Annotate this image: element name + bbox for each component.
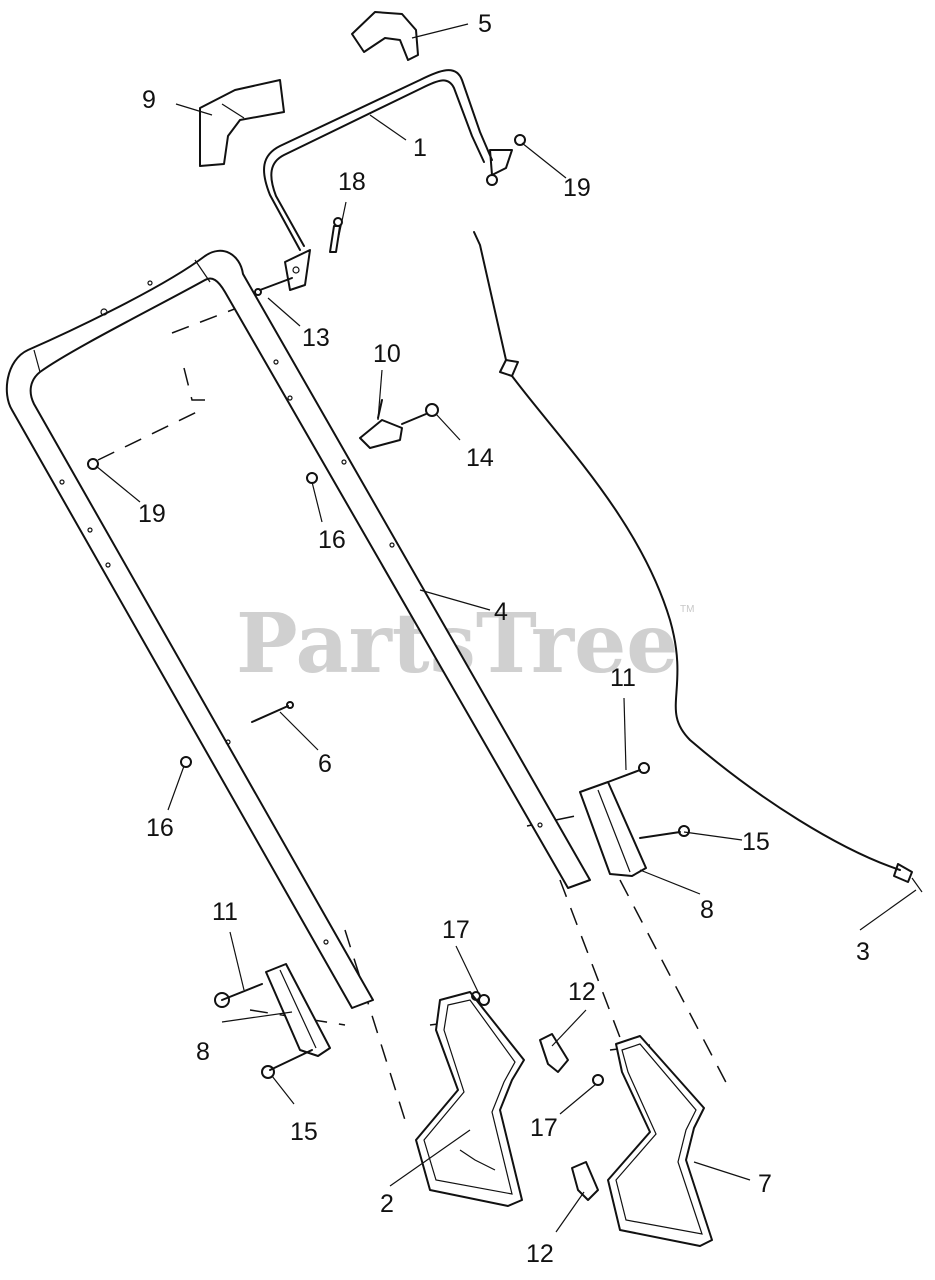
callout-17-upper: 17 xyxy=(442,916,470,944)
bracket-part-8-left xyxy=(214,963,331,1079)
callout-17-lower: 17 xyxy=(530,1114,558,1142)
callout-14: 14 xyxy=(466,444,494,472)
callout-7: 7 xyxy=(758,1170,772,1198)
callout-16-lower: 16 xyxy=(146,814,174,842)
grip-part-5 xyxy=(351,11,419,61)
callouts: 5 9 1 19 18 13 10 14 19 16 4 11 6 16 15 … xyxy=(138,10,870,1268)
control-cable-part-3 xyxy=(473,231,923,893)
callout-18: 18 xyxy=(338,168,366,196)
callout-12-upper: 12 xyxy=(568,978,596,1006)
callout-15-right: 15 xyxy=(742,828,770,856)
washer-part-19-top xyxy=(514,134,526,146)
callout-8-right: 8 xyxy=(700,896,714,924)
callout-6: 6 xyxy=(318,750,332,778)
washer-part-17 xyxy=(478,994,490,1006)
cable-bracket-part-10 xyxy=(359,399,403,449)
leader-lines xyxy=(95,23,917,1233)
watermark-trademark: TM xyxy=(680,604,694,615)
callout-11-left: 11 xyxy=(212,898,238,926)
callout-10: 10 xyxy=(373,340,401,368)
callout-13: 13 xyxy=(302,324,330,352)
callout-15-left: 15 xyxy=(290,1118,318,1146)
callout-5: 5 xyxy=(478,10,492,38)
callout-8-left: 8 xyxy=(196,1038,210,1066)
callout-11-right: 11 xyxy=(610,664,636,692)
knob-part-12-upper xyxy=(539,1033,569,1073)
callout-19-top: 19 xyxy=(563,174,591,202)
grip-part-9 xyxy=(199,79,285,167)
side-plate-part-7 xyxy=(592,1035,713,1247)
bolt-part-18 xyxy=(329,217,343,253)
callout-2: 2 xyxy=(380,1190,394,1218)
pin-part-6 xyxy=(251,701,294,723)
bracket-part-8-right xyxy=(579,762,690,877)
upper-control-bail xyxy=(263,69,513,291)
pin-part-14 xyxy=(401,403,439,425)
callout-9: 9 xyxy=(142,86,156,114)
callout-1: 1 xyxy=(413,134,427,162)
side-plate-part-2 xyxy=(415,991,525,1207)
callout-3: 3 xyxy=(856,938,870,966)
lower-handle-frame xyxy=(5,249,591,1009)
callout-19-left: 19 xyxy=(138,500,166,528)
bolt-part-13 xyxy=(254,277,293,296)
callout-12-lower: 12 xyxy=(526,1240,554,1268)
callout-16-upper: 16 xyxy=(318,526,346,554)
knob-part-12-lower xyxy=(571,1161,599,1201)
callout-4: 4 xyxy=(494,598,508,626)
